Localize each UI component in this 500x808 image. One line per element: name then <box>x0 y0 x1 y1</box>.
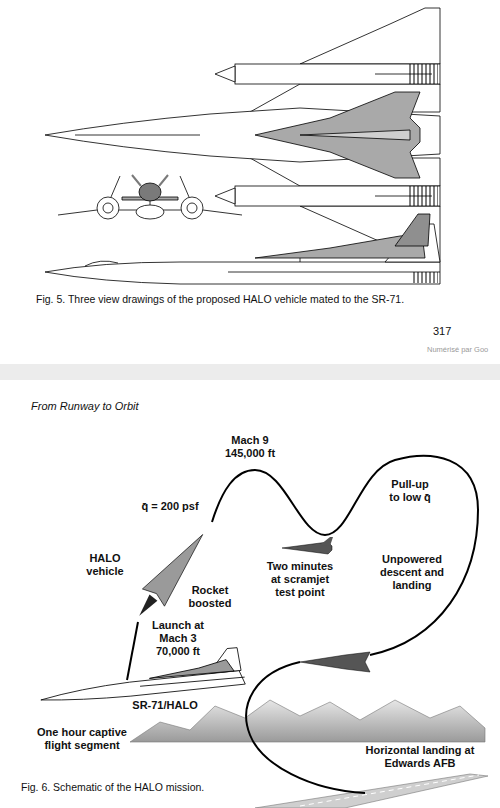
engine-nacelle <box>235 64 440 84</box>
nacelle-line <box>228 272 440 273</box>
scramjet-label: Two minutes at scramjet test point <box>260 560 340 600</box>
inlet-spike <box>187 203 197 213</box>
fuselage <box>45 262 440 284</box>
carrier-label: SR-71/HALO <box>131 699 198 712</box>
vertical-tail <box>375 74 432 75</box>
halo-fin <box>395 214 430 246</box>
halo-vehicle <box>255 92 420 178</box>
halo-vehicle <box>300 652 370 672</box>
fuselage <box>136 205 164 219</box>
launch-label: Launch at Mach 3 70,000 ft <box>146 619 210 659</box>
fuselage-centerline <box>75 135 200 136</box>
nacelle <box>181 197 203 219</box>
captive-label: One hour captive flight segment <box>36 726 128 752</box>
figure-caption: Fig. 6. Schematic of the HALO mission. <box>20 781 205 794</box>
sr71-plan-view <box>45 8 440 262</box>
inlet-spike <box>215 66 235 82</box>
vehicle-label: HALO vehicle <box>78 552 132 578</box>
halo-glider <box>300 652 370 672</box>
halo-fin <box>132 175 168 186</box>
mountains <box>130 700 485 742</box>
halo-body <box>300 130 410 140</box>
inlet-spike <box>103 203 113 213</box>
descent-label: Unpowered descent and landing <box>374 553 450 593</box>
figure-caption: Fig. 5. Three view drawings of the propo… <box>35 293 405 306</box>
trajectory <box>212 456 478 655</box>
rocket-label: Rocket boosted <box>183 584 237 610</box>
pressure-label: q̄ = 200 psf <box>140 500 199 513</box>
outer-wing <box>300 8 440 64</box>
sr71-side-view <box>45 214 440 284</box>
halo-fin <box>320 537 333 546</box>
halo-vehicle <box>148 659 234 678</box>
sr71-halo-carrier <box>38 647 246 704</box>
halo-scramjet <box>282 537 333 554</box>
launch-path <box>127 622 138 680</box>
watermark: Numérisé par Goo <box>426 345 489 354</box>
nacelle-line <box>140 677 245 686</box>
pullup-label: Pull-up to low q̄ <box>384 478 436 504</box>
exhaust-stripes <box>412 272 438 283</box>
peak-label: Mach 9 145,000 ft <box>217 434 283 460</box>
runway <box>255 774 488 808</box>
landing-path <box>246 662 365 793</box>
halo-vehicle <box>139 183 161 201</box>
landing-label: Horizontal landing at Edwards AFB <box>352 744 488 770</box>
runway-centerline <box>300 775 479 806</box>
sr71-front-view <box>58 175 242 219</box>
canopy <box>85 261 118 266</box>
rocket-plume <box>135 595 157 619</box>
page-number: 317 <box>432 325 452 338</box>
pylon <box>300 258 301 262</box>
nacelle <box>97 197 119 219</box>
running-header: From Runway to Orbit <box>30 400 140 413</box>
page-break <box>0 364 500 380</box>
